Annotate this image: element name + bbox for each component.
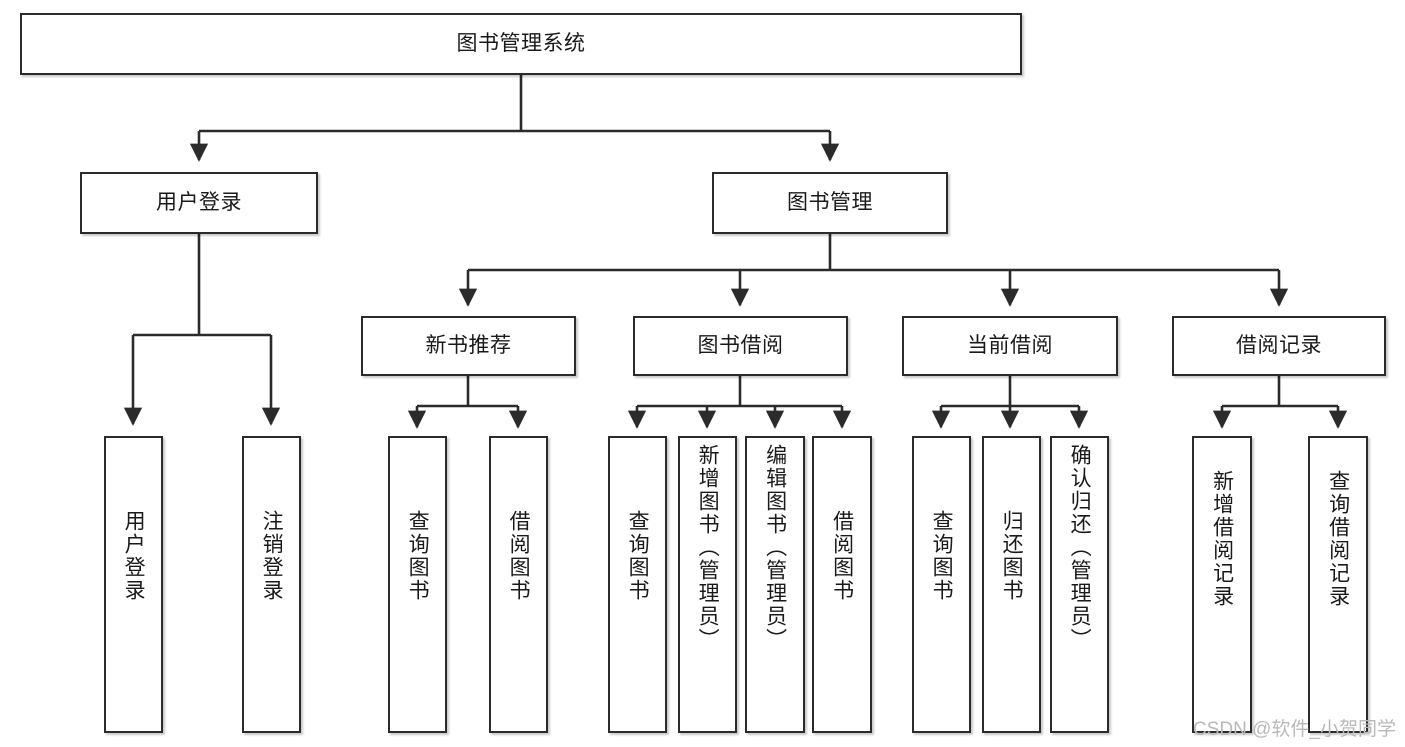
leaf-edit-book[interactable]: 编辑图书（管理员） <box>745 436 805 733</box>
leaf-query-book-3[interactable]: 查询图书 <box>912 436 971 733</box>
leaf-user-login[interactable]: 用户登录 <box>104 436 163 733</box>
leaf-add-borrow-record[interactable]: 新增借阅记录 <box>1192 436 1252 733</box>
leaf-query-book-3-label: 查询图书 <box>930 510 954 602</box>
leaf-query-book-2-label: 查询图书 <box>626 510 650 602</box>
leaf-confirm-return-label: 确认归还（管理员） <box>1068 444 1092 651</box>
node-book-management[interactable]: 图书管理 <box>712 172 948 234</box>
node-root-label: 图书管理系统 <box>456 31 586 55</box>
leaf-confirm-return[interactable]: 确认归还（管理员） <box>1050 436 1109 733</box>
node-new-book-recommend[interactable]: 新书推荐 <box>361 316 576 376</box>
node-new-book-recommend-label: 新书推荐 <box>425 333 512 357</box>
leaf-logout-login-label: 注销登录 <box>260 510 284 602</box>
leaf-query-borrow-record[interactable]: 查询借阅记录 <box>1308 436 1368 733</box>
leaf-borrow-book-2[interactable]: 借阅图书 <box>812 436 872 733</box>
leaf-borrow-book-2-label: 借阅图书 <box>830 510 854 602</box>
leaf-query-book-1[interactable]: 查询图书 <box>388 436 447 733</box>
node-book-management-label: 图书管理 <box>787 190 873 214</box>
leaf-borrow-book-1-label: 借阅图书 <box>507 510 531 602</box>
node-borrow-record-label: 借阅记录 <box>1236 333 1322 357</box>
node-current-borrow-label: 当前借阅 <box>967 333 1053 357</box>
leaf-add-borrow-record-label: 新增借阅记录 <box>1210 470 1234 608</box>
csdn-watermark: CSDN @软件_小贺同学 <box>1193 719 1396 740</box>
leaf-add-book[interactable]: 新增图书（管理员） <box>678 436 737 733</box>
leaf-return-book[interactable]: 归还图书 <box>982 436 1041 733</box>
leaf-query-borrow-record-label: 查询借阅记录 <box>1326 470 1350 608</box>
node-current-borrow[interactable]: 当前借阅 <box>902 316 1118 376</box>
leaf-return-book-label: 归还图书 <box>1000 510 1024 602</box>
node-borrow-record[interactable]: 借阅记录 <box>1172 316 1386 376</box>
node-book-borrow[interactable]: 图书借阅 <box>633 316 848 376</box>
leaf-edit-book-label: 编辑图书（管理员） <box>763 444 787 651</box>
node-user-login-label: 用户登录 <box>156 190 242 214</box>
leaf-add-book-label: 新增图书（管理员） <box>696 444 720 651</box>
leaf-borrow-book-1[interactable]: 借阅图书 <box>489 436 548 733</box>
leaf-query-book-1-label: 查询图书 <box>406 510 430 602</box>
node-root[interactable]: 图书管理系统 <box>20 13 1022 75</box>
leaf-logout-login[interactable]: 注销登录 <box>242 436 301 733</box>
node-book-borrow-label: 图书借阅 <box>697 333 784 357</box>
leaf-user-login-label: 用户登录 <box>122 510 146 602</box>
node-user-login[interactable]: 用户登录 <box>80 172 318 234</box>
leaf-query-book-2[interactable]: 查询图书 <box>608 436 667 733</box>
